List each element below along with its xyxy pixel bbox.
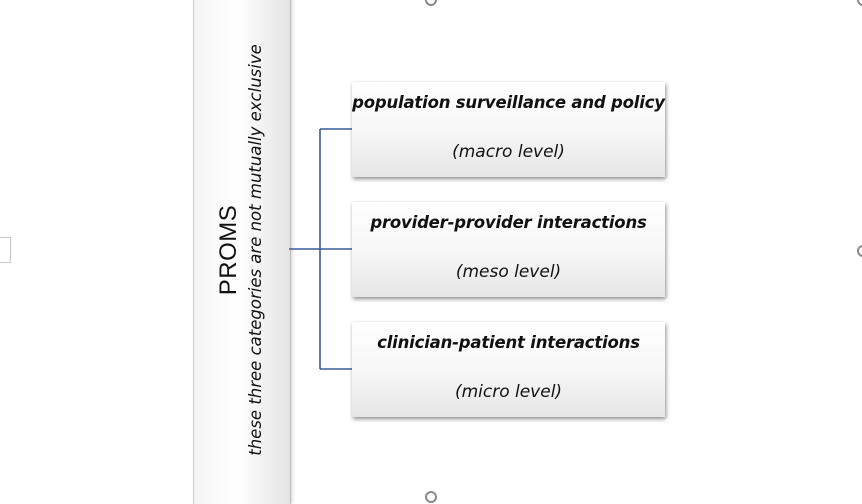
category-box-meso[interactable]: provider-provider interactions (meso lev… (352, 202, 665, 297)
resize-handle-top-center[interactable] (425, 0, 437, 6)
category-level: (micro level) (454, 382, 563, 402)
category-title: clinician-patient interactions (377, 333, 640, 352)
category-level: (macro level) (452, 142, 565, 162)
category-level: (meso level) (455, 262, 562, 282)
proms-box[interactable]: PROMS these three categories are not mut… (193, 0, 291, 504)
category-box-macro[interactable]: population surveillance and policy (macr… (352, 82, 665, 177)
resize-handle-middle-right[interactable] (857, 245, 862, 257)
category-title: population surveillance and policy (352, 93, 665, 112)
resize-handle-top-right[interactable] (857, 0, 862, 6)
category-box-micro[interactable]: clinician-patient interactions (micro le… (352, 322, 665, 417)
category-title: provider-provider interactions (370, 213, 647, 232)
resize-handle-middle-left[interactable] (0, 237, 11, 263)
